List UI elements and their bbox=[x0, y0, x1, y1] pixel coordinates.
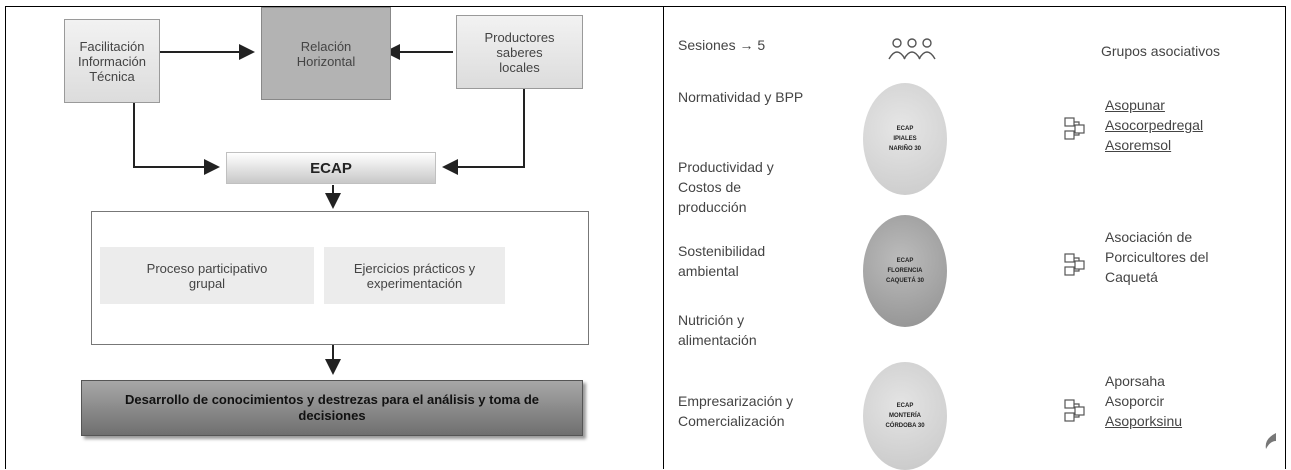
group-icon bbox=[1064, 253, 1085, 276]
flow-arrows bbox=[133, 44, 525, 375]
topic-3: Sostenibilidad ambiental bbox=[678, 243, 766, 279]
group-1-item-2: Asocorpedregal bbox=[1105, 117, 1204, 133]
exercises-box: Ejercicios prácticos y experimentación bbox=[324, 247, 505, 304]
process-label: Proceso participativo grupal bbox=[146, 260, 268, 291]
group-1-item-1: Asopunar bbox=[1105, 97, 1165, 113]
group-icon bbox=[1064, 399, 1085, 422]
arrow-facilitation-to-ecap bbox=[133, 103, 220, 175]
circle-ipiales: ECAP IPIALES NARIÑO 30 bbox=[863, 83, 947, 195]
topic-2: Productividad y Costos de producción bbox=[678, 159, 774, 215]
exercises-label: Ejercicios prácticos y experimentación bbox=[353, 260, 476, 291]
facilitation-label: Facilitación Información Técnica bbox=[78, 38, 146, 84]
group-icon bbox=[1064, 117, 1085, 140]
group-2-item-1: Asociación de bbox=[1105, 229, 1193, 245]
result-label: Desarrollo de conocimientos y destrezas … bbox=[125, 392, 539, 423]
topic-4: Nutrición y alimentación bbox=[678, 312, 757, 348]
group-3-item-1: Aporsaha bbox=[1105, 373, 1165, 389]
topic-5: Empresarización y Comercialización bbox=[678, 393, 794, 429]
people-icon bbox=[888, 38, 936, 60]
ecap-label: ECAP bbox=[310, 159, 352, 177]
arrow-producers-to-ecap bbox=[442, 89, 525, 175]
producers-label: Productores saberes locales bbox=[484, 29, 555, 75]
process-box: Proceso participativo grupal bbox=[100, 247, 314, 304]
right-panel: Sesiones → 5 Grupos asociativos Normativ… bbox=[663, 6, 1286, 470]
group-2-item-3: Caquetá bbox=[1105, 269, 1158, 285]
circle-monteria-label: ECAP MONTERÍA CÓRDOBA 30 bbox=[885, 403, 925, 429]
group-3-item-3: Asoporksinu bbox=[1105, 413, 1183, 429]
circle-monteria: ECAP MONTERÍA CÓRDOBA 30 bbox=[863, 362, 947, 470]
result-box: Desarrollo de conocimientos y destrezas … bbox=[81, 380, 583, 436]
relation-box: Relación Horizontal bbox=[261, 7, 391, 100]
circle-florencia: ECAP FLORENCIA CAQUETÁ 30 bbox=[863, 215, 947, 327]
producers-box: Productores saberes locales bbox=[456, 15, 583, 89]
group-3-item-2: Asoporcir bbox=[1105, 393, 1165, 409]
circle-ipiales-label: ECAP IPIALES NARIÑO 30 bbox=[888, 126, 921, 152]
left-panel: Facilitación Información Técnica Relació… bbox=[5, 6, 663, 469]
sessions-label: Sesiones → 5 bbox=[678, 37, 766, 53]
topic-1: Normatividad y BPP bbox=[678, 89, 804, 105]
groups-header: Grupos asociativos bbox=[1101, 43, 1221, 59]
facilitation-box: Facilitación Información Técnica bbox=[64, 19, 160, 103]
group-2-item-2: Porcicultores del bbox=[1105, 249, 1209, 265]
ecap-box: ECAP bbox=[226, 152, 436, 184]
relation-label: Relación Horizontal bbox=[296, 38, 356, 69]
group-1-item-3: Asoremsol bbox=[1105, 137, 1172, 153]
circle-florencia-label: ECAP FLORENCIA CAQUETÁ 30 bbox=[885, 258, 924, 284]
page-curl-icon bbox=[1265, 433, 1276, 449]
